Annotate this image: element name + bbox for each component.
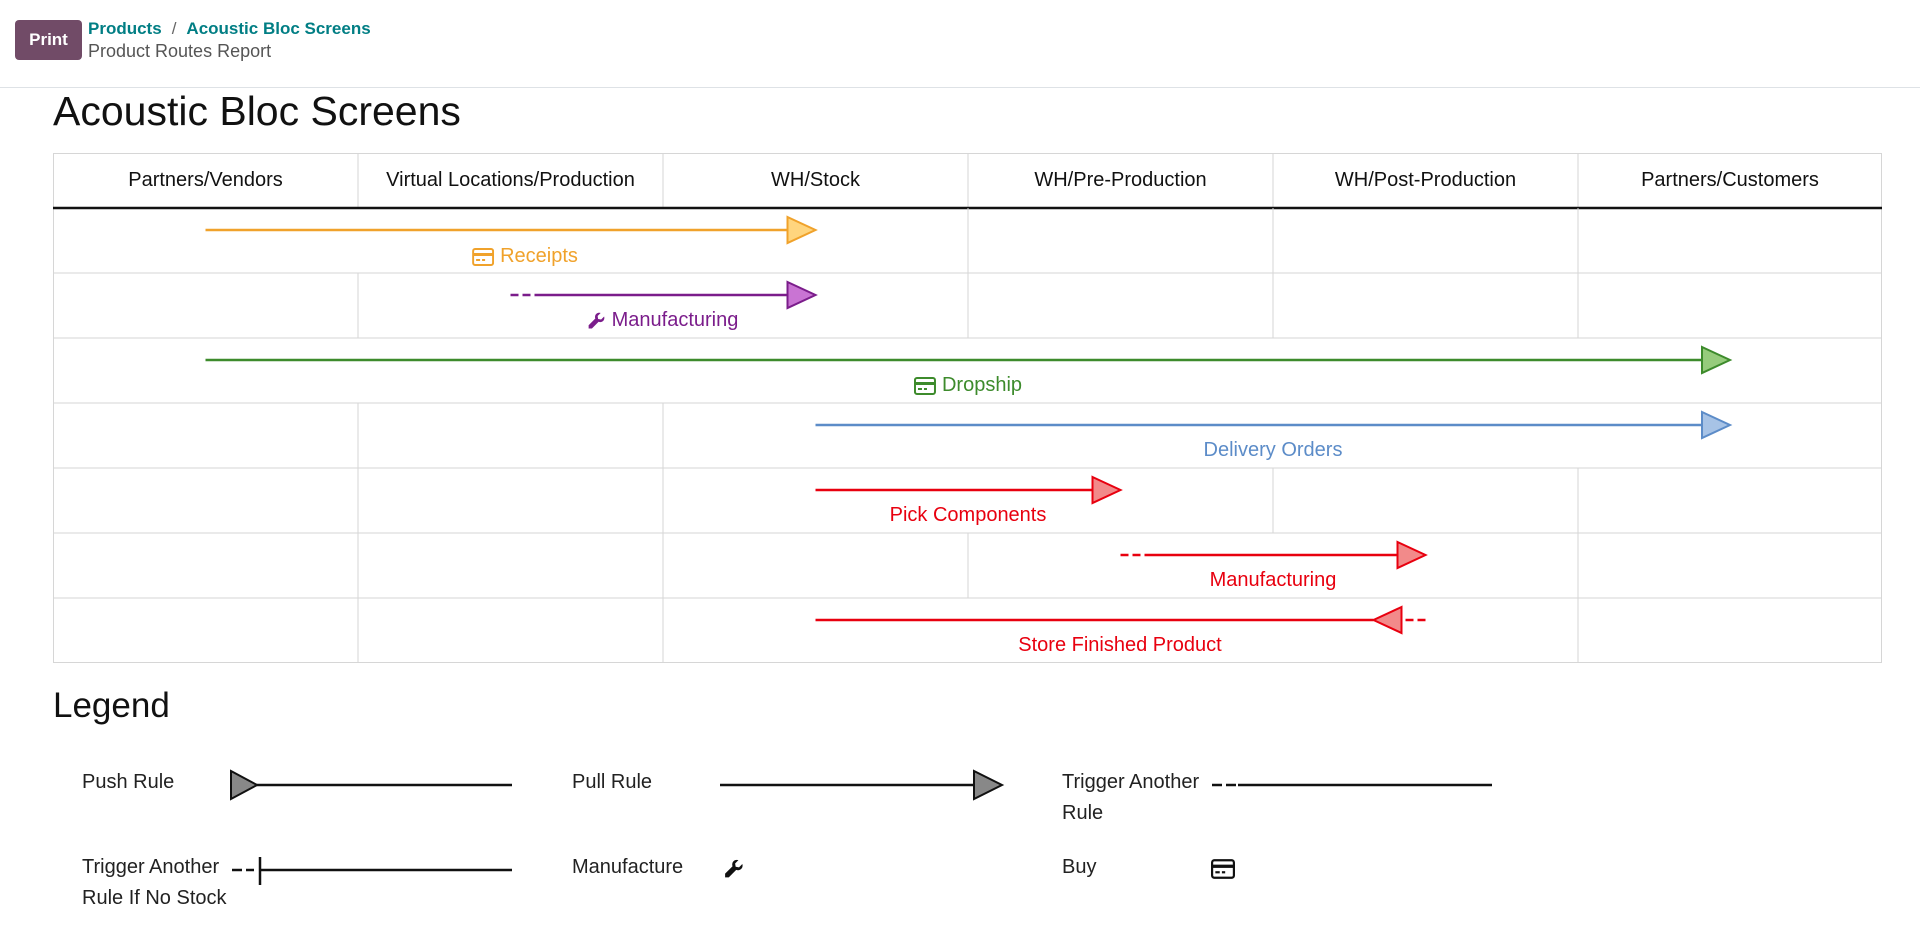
route-label-manufacturing: Manufacturing <box>588 309 738 332</box>
legend-trigger-label: Trigger Another Rule <box>1062 771 1200 824</box>
wrench-icon <box>588 312 605 329</box>
route-label-delivery: Delivery Orders <box>1203 439 1343 461</box>
legend-manufacture-label: Manufacture <box>572 856 684 878</box>
breadcrumb: Products / Acoustic Bloc Screens <box>88 19 371 39</box>
grid-lines <box>53 153 1882 663</box>
column-header: Virtual Locations/Production <box>386 169 635 191</box>
column-header: WH/Pre-Production <box>1034 169 1207 191</box>
route-arrow <box>205 345 1733 375</box>
route-arrows <box>205 215 1733 635</box>
control-panel: Print Products / Acoustic Bloc Screens Pro… <box>0 0 1920 88</box>
route-table: Partners/Vendors Virtual Locations/Produ… <box>53 153 1882 663</box>
column-header: WH/Post-Production <box>1334 169 1517 191</box>
legend-push-label: Push Rule <box>82 771 175 793</box>
buy-icon <box>472 247 495 266</box>
legend-title: Legend <box>53 686 170 725</box>
pull-rule-symbol <box>720 769 1005 801</box>
column-header: WH/Stock <box>771 169 860 191</box>
breadcrumb-product[interactable]: Acoustic Bloc Screens <box>186 19 371 38</box>
route-arrow <box>1120 540 1428 570</box>
legend-trigger-no-stock-label: Trigger Another Rule If No Stock <box>82 856 227 909</box>
route-arrow <box>510 280 818 310</box>
route-label-store: Store Finished Product <box>1018 634 1222 656</box>
route-label-dropship: Dropship <box>913 374 1022 397</box>
wrench-icon <box>725 859 743 878</box>
route-label-pick: Pick Components <box>889 504 1047 526</box>
breadcrumb-separator: / <box>171 19 177 38</box>
trigger-if-no-stock-symbol <box>232 857 512 885</box>
route-label-manufacturing-2: Manufacturing <box>1209 569 1337 591</box>
route-arrow <box>815 410 1733 440</box>
route-arrow <box>815 475 1123 505</box>
buy-icon <box>913 376 936 395</box>
column-header: Partners/Customers <box>1641 169 1819 191</box>
breadcrumb-products[interactable]: Products <box>88 19 162 38</box>
route-grid <box>53 153 1882 663</box>
trigger-rule-symbol <box>1212 783 1492 787</box>
page-subtitle: Product Routes Report <box>88 41 272 61</box>
legend-pull-label: Pull Rule <box>572 771 653 793</box>
print-button[interactable]: Print <box>15 20 82 60</box>
legend-buy-label: Buy <box>1062 856 1097 878</box>
report-title: Acoustic Bloc Screens <box>53 88 461 134</box>
column-header: Partners/Vendors <box>128 169 283 191</box>
push-rule-symbol <box>230 769 512 801</box>
route-arrow <box>205 215 818 245</box>
buy-icon <box>1211 859 1235 879</box>
route-label-receipts: Receipts <box>472 245 578 268</box>
route-arrow <box>815 605 1426 635</box>
